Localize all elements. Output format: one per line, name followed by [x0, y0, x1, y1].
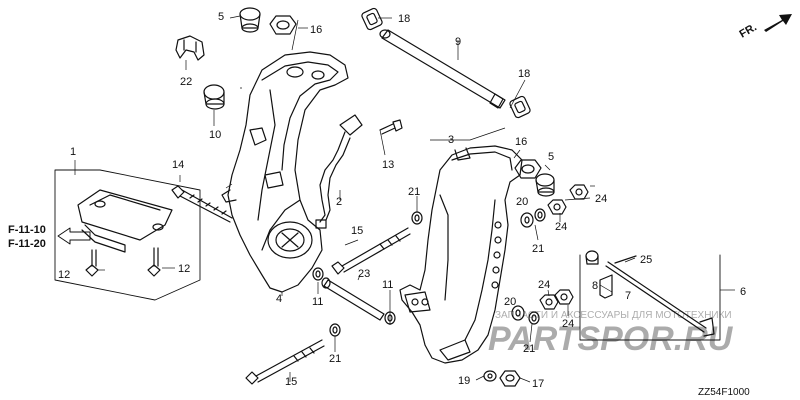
- callout-5-right: 5: [548, 151, 554, 163]
- part-5-bush-top: [239, 7, 261, 33]
- part-4-swivel-bracket-left: [221, 51, 349, 293]
- callout-15-upper: 15: [351, 225, 363, 237]
- part-24-nut-d: [554, 289, 574, 305]
- callout-21-lower-left: 21: [329, 353, 341, 365]
- part-2-trim-sensor-harness: [315, 114, 363, 229]
- part-12-bolt-left: [85, 249, 99, 277]
- ref-f-11-10: F-11-10: [8, 224, 46, 236]
- part-21-washer-right-b: [528, 311, 540, 325]
- part-18-bushing-lower: [509, 95, 531, 119]
- part-3-swivel-bracket-right: [399, 145, 523, 364]
- part-21-washer-upper: [411, 211, 423, 225]
- callout-12-right: 12: [178, 263, 190, 275]
- part-14-long-bolt: [171, 185, 233, 223]
- callout-17: 17: [532, 378, 544, 390]
- callout-18-lower: 18: [518, 68, 530, 80]
- part-9-tilt-tube: [379, 29, 506, 109]
- part-24-nut-c: [539, 294, 559, 310]
- callout-16-top: 16: [310, 24, 322, 36]
- callout-24-b: 24: [555, 221, 567, 233]
- callout-16-right: 16: [515, 136, 527, 148]
- part-1-stopper-plate: [77, 189, 173, 253]
- callout-18-top: 18: [398, 13, 410, 25]
- callout-1: 1: [70, 146, 76, 158]
- callout-20-upper: 20: [516, 196, 528, 208]
- part-6-tilt-lock-assembly-frame: [579, 254, 721, 341]
- part-23-spacer-rod: [321, 277, 385, 321]
- part-24-nut-a: [569, 184, 589, 200]
- callout-11-right: 11: [382, 279, 393, 291]
- part-5-bush-right: [535, 173, 555, 197]
- callout-23: 23: [358, 268, 370, 280]
- callout-21-right-a: 21: [532, 243, 544, 255]
- part-16-nut-right: [514, 159, 542, 179]
- part-10-collar: [203, 84, 225, 110]
- part-6-tilt-lock-rod: [605, 261, 715, 337]
- callout-20-lower: 20: [504, 296, 516, 308]
- callout-14: 14: [172, 159, 184, 171]
- callout-4: 4: [276, 293, 282, 305]
- callout-7: 7: [625, 290, 631, 302]
- part-8-collar: [585, 250, 599, 265]
- part-7-clip: [599, 274, 613, 299]
- watermark-text-line1: ЗАПЧАСТИ И АКСЕССУАРЫ ДЛЯ МОТОТЕХНИКИ: [495, 310, 732, 321]
- callout-21-right-b: 21: [523, 343, 535, 355]
- callout-19: 19: [458, 375, 470, 387]
- part-21-washer-lower-left: [329, 323, 341, 337]
- ref-f-11-20: F-11-20: [8, 238, 46, 250]
- callout-21-upper: 21: [408, 186, 420, 198]
- part-22-cable-clip: [175, 35, 205, 61]
- callout-10: 10: [209, 129, 221, 141]
- part-20-washer-lower: [511, 305, 525, 321]
- ref-arrow-icon: [57, 227, 91, 245]
- callout-3: 3: [448, 134, 454, 146]
- callout-11-left: 11: [312, 296, 323, 308]
- part-15-bolt-lower: [245, 339, 325, 385]
- front-direction-label: FR.: [738, 21, 759, 40]
- part-15-bolt-upper: [331, 227, 411, 275]
- watermark-text-line2: PARTSPOR.RU: [488, 320, 734, 358]
- part-19-washer: [483, 370, 497, 382]
- watermark: ЗАПЧАСТИ И АКСЕССУАРЫ ДЛЯ МОТОТЕХНИКИ PA…: [488, 310, 734, 358]
- callout-24-a: 24: [595, 193, 607, 205]
- part-24-nut-b: [547, 199, 567, 215]
- front-direction-arrow: FR.: [738, 14, 792, 41]
- part-20-washer-upper: [520, 212, 534, 228]
- leader-lines: [74, 15, 735, 383]
- callout-24-c: 24: [538, 279, 550, 291]
- callout-9: 9: [455, 36, 461, 48]
- front-arrow-icon: [764, 14, 792, 32]
- callout-5-top: 5: [218, 11, 224, 23]
- part-16-nut-top: [269, 15, 297, 35]
- part-21-washer-right-a: [534, 208, 546, 222]
- diagram-code: ZZ54F1000: [698, 387, 750, 398]
- part-18-bushing-top: [361, 7, 383, 31]
- part-17-nut: [499, 370, 521, 387]
- callout-2: 2: [336, 196, 342, 208]
- callout-6: 6: [740, 286, 746, 298]
- callout-13: 13: [382, 159, 394, 171]
- callout-24-d: 24: [562, 318, 574, 330]
- part-11-bush-left: [312, 267, 324, 281]
- callout-8: 8: [592, 280, 598, 292]
- callouts: 5 16 18 9 22 18 10 13 3 16 5 1 14 2 21 2…: [8, 11, 750, 398]
- part-1-stopper-assembly-frame: [54, 169, 201, 301]
- callout-12-left: 12: [58, 269, 70, 281]
- callout-15-lower: 15: [285, 376, 297, 388]
- part-25-pin: [614, 255, 637, 264]
- part-12-bolt-right: [147, 247, 161, 277]
- part-13-bolt: [379, 119, 403, 135]
- callout-22: 22: [180, 76, 192, 88]
- callout-25: 25: [640, 254, 652, 266]
